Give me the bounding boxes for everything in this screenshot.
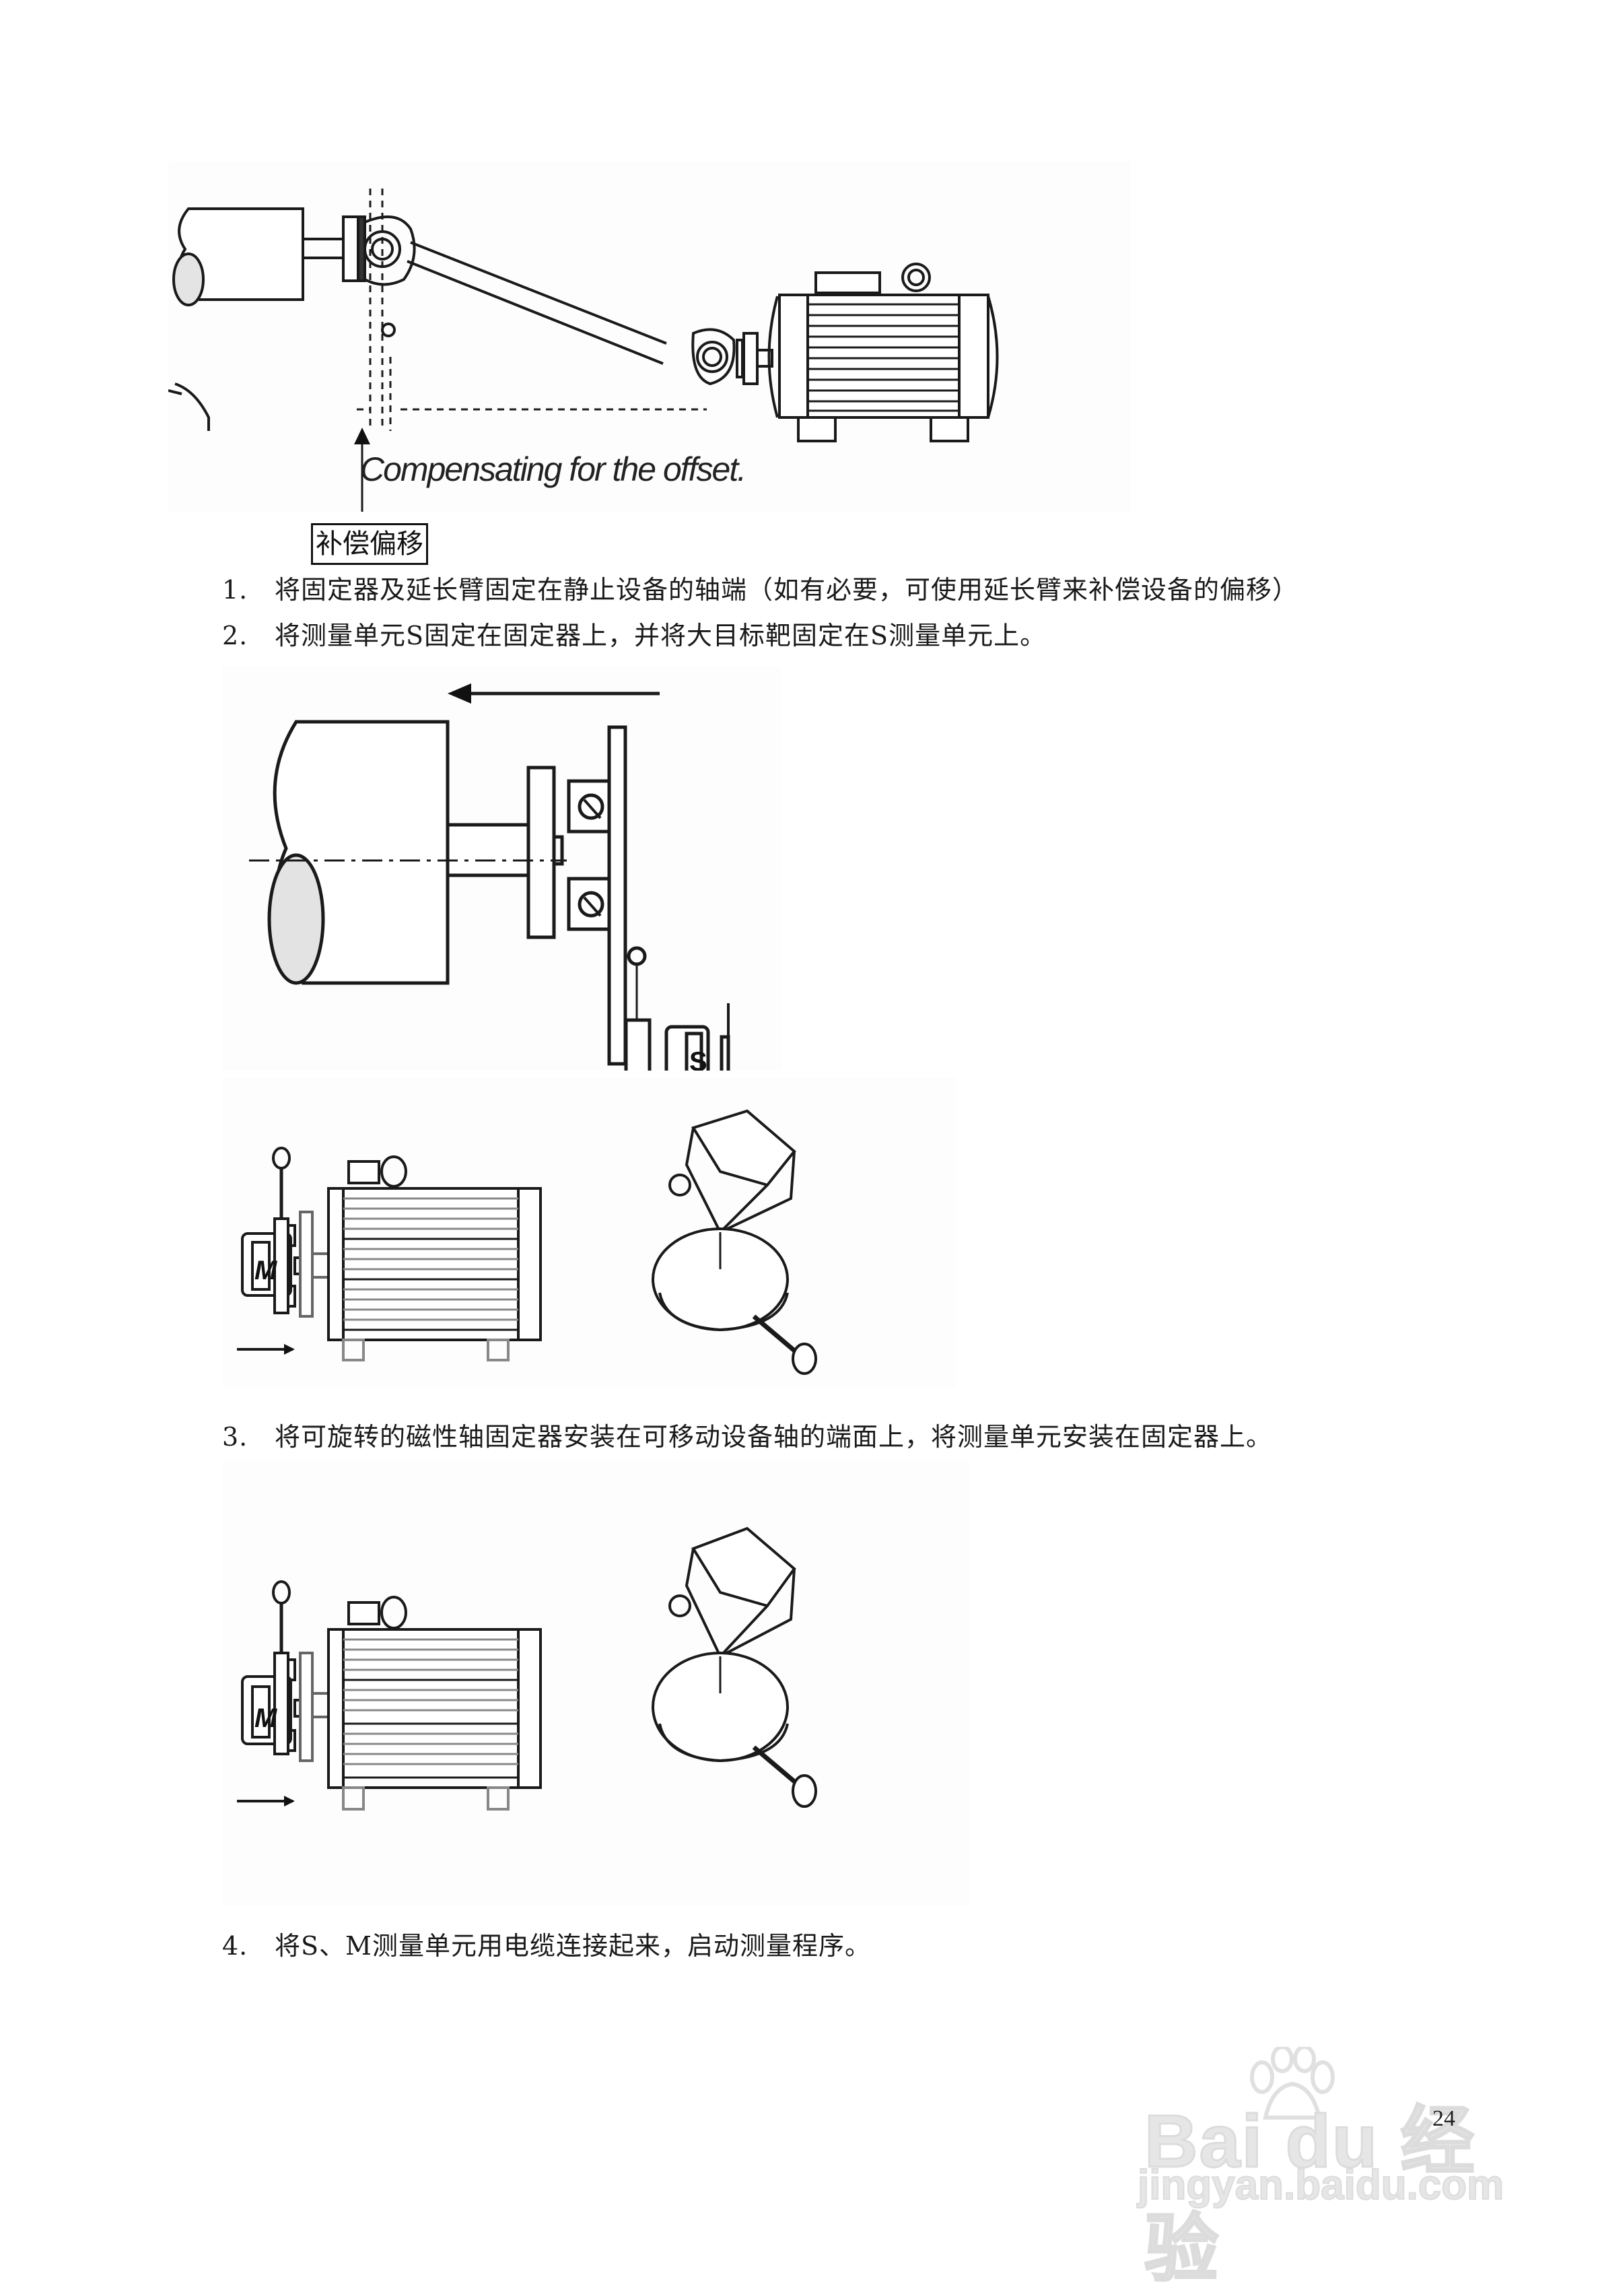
watermark-url: jingyan.baidu.com bbox=[1137, 2161, 1504, 2209]
arrow-up-icon bbox=[354, 428, 370, 444]
figure-offset-compensation bbox=[168, 162, 1131, 512]
step-text: 将测量单元S固定在固定器上，并将大目标靶固定在S测量单元上。 bbox=[275, 621, 1047, 650]
baidu-watermark: Bai du 经验 jingyan.baidu.com bbox=[1137, 2047, 1514, 2292]
figure-s-unit-mount: S bbox=[222, 667, 781, 1071]
step-4: 4. 将S、M测量单元用电缆连接起来，启动测量程序。 bbox=[222, 1930, 871, 1962]
paw-icon bbox=[1250, 2047, 1335, 2120]
figure-m-unit-motor-a: M bbox=[222, 1077, 956, 1387]
m-unit-diagram-b: M bbox=[237, 1526, 817, 1811]
step-text: 将S、M测量单元用电缆连接起来，启动测量程序。 bbox=[275, 1931, 871, 1961]
s-unit-label: S bbox=[689, 1047, 707, 1071]
page-number: 24 bbox=[1432, 2106, 1455, 2131]
figure1-label-zh: 补偿偏移 bbox=[311, 523, 428, 565]
offset-diagram bbox=[168, 189, 999, 512]
arrow-left-icon bbox=[448, 683, 471, 704]
m-unit-label: M bbox=[254, 1703, 278, 1733]
figure1-caption-en: Compensating for the offset. bbox=[360, 450, 746, 488]
step-number: 3. bbox=[222, 1422, 248, 1452]
m-unit-diagram-a: M bbox=[237, 1109, 817, 1375]
arrow-right-icon bbox=[284, 1344, 295, 1355]
step-1: 1. 将固定器及延长臂固定在静止设备的轴端（如有必要，可使用延长臂来补偿设备的偏移… bbox=[222, 574, 1298, 606]
step-number: 1. bbox=[222, 575, 248, 605]
step-text: 将可旋转的磁性轴固定器安装在可移动设备轴的端面上，将测量单元安装在固定器上。 bbox=[275, 1422, 1273, 1452]
s-unit-diagram: S bbox=[249, 683, 730, 1071]
figure-m-unit-motor-b: M bbox=[222, 1461, 969, 1905]
step-number: 2. bbox=[222, 621, 248, 650]
step-3: 3. 将可旋转的磁性轴固定器安装在可移动设备轴的端面上，将测量单元安装在固定器上。 bbox=[222, 1421, 1272, 1453]
arrow-right-icon bbox=[284, 1796, 295, 1807]
m-unit-label: M bbox=[254, 1256, 278, 1285]
step-number: 4. bbox=[222, 1931, 248, 1961]
step-text: 将固定器及延长臂固定在静止设备的轴端（如有必要，可使用延长臂来补偿设备的偏移） bbox=[275, 575, 1299, 605]
step-2: 2. 将测量单元S固定在固定器上，并将大目标靶固定在S测量单元上。 bbox=[222, 619, 1046, 652]
